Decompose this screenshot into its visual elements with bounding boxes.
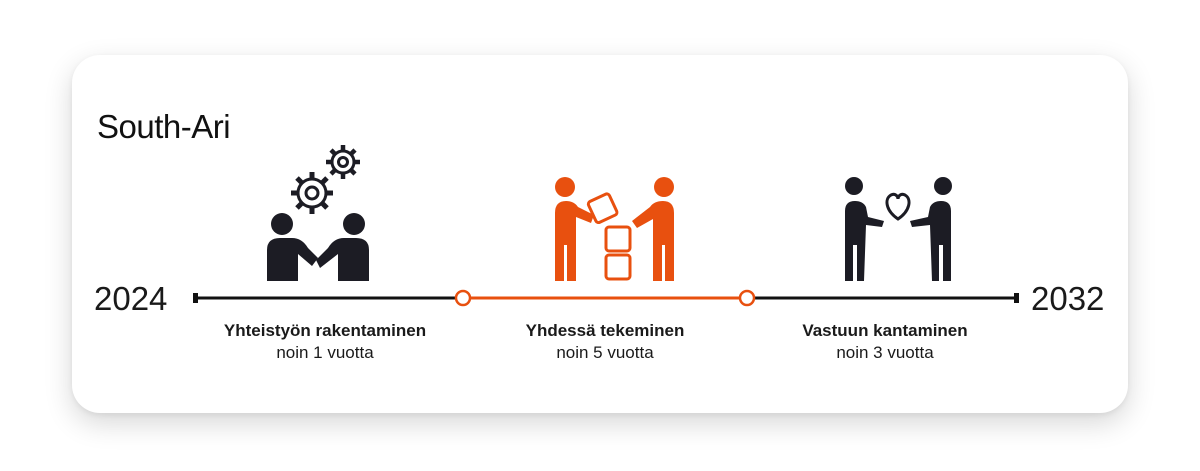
phase-3: Vastuun kantaminen noin 3 vuotta	[735, 320, 1035, 364]
milestone-marker-1	[454, 289, 472, 307]
phase-3-name: Vastuun kantaminen	[802, 321, 968, 340]
building-blocks-icon	[555, 177, 674, 281]
handshake-gears-icon	[267, 145, 369, 281]
phase-2: Yhdessä tekeminen noin 5 vuotta	[455, 320, 755, 364]
milestone-marker-2	[738, 289, 756, 307]
diagram-title: South-Ari	[97, 108, 231, 145]
phase-2-name: Yhdessä tekeminen	[525, 321, 685, 340]
phase-1: Yhteistyön rakentaminen noin 1 vuotta	[175, 320, 475, 364]
phase-1-duration: noin 1 vuotta	[276, 343, 374, 362]
diagram-card	[72, 55, 1128, 413]
timeline-end-tick	[1014, 293, 1019, 303]
end-year-label: 2032	[1031, 280, 1105, 317]
timeline-start-tick	[193, 293, 198, 303]
phase-1-name: Yhteistyön rakentaminen	[223, 321, 427, 340]
start-year-label: 2024	[94, 280, 168, 317]
giving-heart-icon	[845, 177, 952, 281]
phase-2-duration: noin 5 vuotta	[556, 343, 654, 362]
phase-3-duration: noin 3 vuotta	[836, 343, 934, 362]
